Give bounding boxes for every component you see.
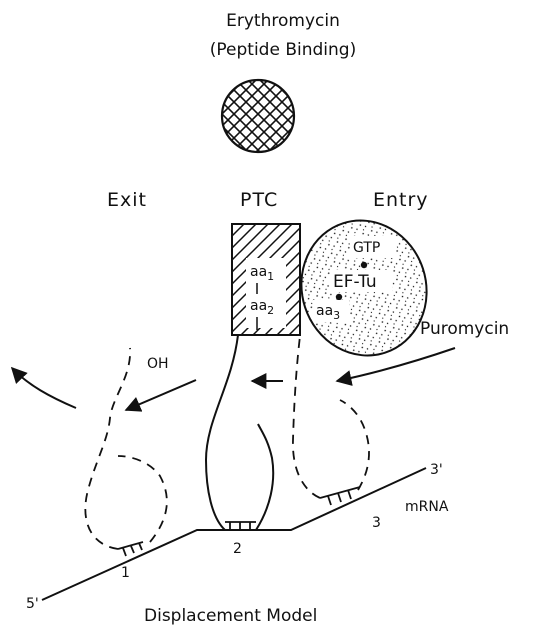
site-1-label: 1 xyxy=(121,565,130,581)
trna-1-anticodon xyxy=(118,542,143,556)
aa3-dot xyxy=(336,294,342,300)
caption: Displacement Model xyxy=(144,606,317,626)
mrna-label: mRNA xyxy=(405,499,449,515)
erythromycin-circle xyxy=(222,80,294,152)
mrna-5prime: 5' xyxy=(26,596,39,612)
site-2-label: 2 xyxy=(233,541,242,557)
site-3-label: 3 xyxy=(372,515,381,531)
trna-1-strand-a xyxy=(85,348,130,549)
gtp-label: GTP xyxy=(353,240,380,256)
mrna-3prime: 3' xyxy=(430,462,443,478)
trna-3-strand-b xyxy=(340,400,369,490)
ptc-label: PTC xyxy=(240,189,278,211)
trna-1-strand-b xyxy=(118,456,167,542)
title-line2: (Peptide Binding) xyxy=(210,40,356,60)
entry-label: Entry xyxy=(373,189,429,211)
oh-label: OH xyxy=(147,356,169,372)
mrna-strand xyxy=(42,468,426,600)
puromycin-label: Puromycin xyxy=(420,319,509,339)
exit-arrow xyxy=(12,368,76,408)
exit-label: Exit xyxy=(107,189,147,211)
trna-2-anticodon xyxy=(225,522,256,530)
gtp-dot xyxy=(361,262,367,268)
ef-tu-label: EF-Tu xyxy=(333,272,377,292)
trna-3-anticodon xyxy=(320,487,360,505)
title-line1: Erythromycin xyxy=(226,11,340,31)
trna-3-strand-a xyxy=(293,336,320,498)
trna-2-strand-a xyxy=(206,335,238,530)
translocation-arrow xyxy=(126,380,196,410)
trna-2-strand-b xyxy=(256,424,273,530)
